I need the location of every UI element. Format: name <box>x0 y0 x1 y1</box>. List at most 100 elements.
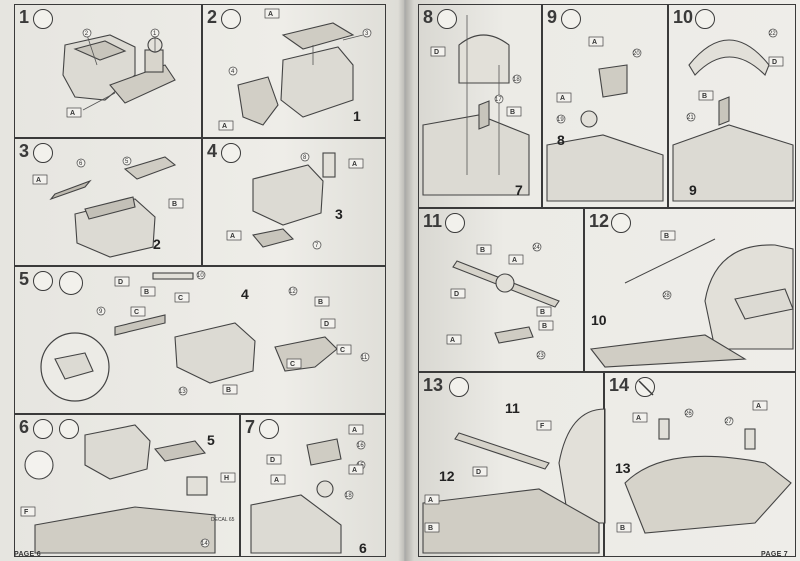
callout-a: A <box>70 110 75 117</box>
part-18-label: 18 <box>345 493 352 499</box>
part-23-label: 23 <box>537 353 544 359</box>
assembly-6-label: 6 <box>359 540 367 556</box>
callout-a: A <box>756 403 761 410</box>
assembly-4-label: 4 <box>241 286 249 302</box>
callout-b: B <box>510 109 515 116</box>
step-3-drawing: 6 5 A B 2 <box>32 156 184 258</box>
step-10-drawing: 22 21 D B 9 <box>672 28 794 202</box>
glue-icon <box>33 9 53 29</box>
step-5-number: 5 <box>19 269 30 289</box>
callout-d: D <box>454 291 459 298</box>
callout-a: A <box>352 161 357 168</box>
part-21-label: 21 <box>687 115 694 121</box>
step-14-drawing: 26 27 A A B 13 <box>615 380 792 534</box>
clock-icon <box>24 450 54 480</box>
callout-a: A <box>450 337 455 344</box>
callout-b: B <box>664 233 669 240</box>
glue-icon <box>259 419 279 439</box>
part-7-label: 7 <box>315 243 319 249</box>
callout-a: A <box>560 95 565 102</box>
assembly-9-label: 9 <box>689 182 697 198</box>
part-28-label: 28 <box>663 293 670 299</box>
step-7-number: 7 <box>245 417 256 437</box>
part-11-label: 11 <box>361 355 368 361</box>
callout-a: A <box>352 427 357 434</box>
no-glue-cross <box>638 380 654 396</box>
callout-c: C <box>178 295 183 302</box>
callout-b: B <box>172 201 177 208</box>
step-9-number: 9 <box>547 7 558 27</box>
clock-icon <box>59 271 83 295</box>
step-4-panel: 4 8 7 A A 3 <box>202 138 386 266</box>
glue-icon <box>611 213 631 233</box>
step-6-panel: 6 14 F H 5 DECAL 65 <box>14 414 240 557</box>
part-27-label: 27 <box>725 419 732 425</box>
callout-d: D <box>476 469 481 476</box>
step-2-drawing: 3 4 A A 1 <box>218 8 372 131</box>
step-8-number: 8 <box>423 7 434 27</box>
assembly-1-label: 1 <box>353 108 361 124</box>
part-10-label: 10 <box>197 273 204 279</box>
assembly-11-label: 11 <box>505 400 520 416</box>
callout-d: D <box>118 279 123 286</box>
callout-a: A <box>36 177 41 184</box>
callout-b: B <box>226 387 231 394</box>
left-page-number: PAGE 6 <box>14 551 41 558</box>
step-12-drawing: 28 B 10 <box>589 230 794 368</box>
step-6-drawing: 14 F H 5 DECAL 65 <box>20 424 236 554</box>
step-14-panel: 14 26 27 A A B 13 <box>604 372 796 557</box>
assembly-5-label: 5 <box>207 432 215 448</box>
glue-icon <box>695 9 715 29</box>
step-7-panel: 7 16 15 18 A D A <box>240 414 386 557</box>
assembly-2-label: 2 <box>153 236 161 252</box>
part-3-label: 3 <box>365 31 369 37</box>
step-1-panel: 1 2 1 A <box>14 4 202 138</box>
callout-a: A <box>352 467 357 474</box>
part-18-label: 18 <box>513 77 520 83</box>
decal-label: DECAL 65 <box>211 517 235 523</box>
step-11-drawing: 24 23 B A D B B A <box>446 242 560 360</box>
step-12-number: 12 <box>589 211 610 231</box>
step-10-number: 10 <box>673 7 694 27</box>
step-11-panel: 11 24 23 B A D B <box>418 208 584 372</box>
step-1-number: 1 <box>19 7 30 27</box>
callout-a: A <box>592 39 597 46</box>
step-5-panel: 5 10 9 12 11 13 <box>14 266 386 414</box>
part-12-label: 12 <box>289 289 296 295</box>
step-1-drawing: 2 1 A <box>62 28 176 118</box>
callout-b: B <box>542 323 547 330</box>
assembly-7-label: 7 <box>515 182 523 198</box>
assembly-8-label: 8 <box>557 132 565 148</box>
step-13-drawing: F D A B 11 12 <box>422 400 606 554</box>
callout-c: C <box>340 347 345 354</box>
part-20-label: 20 <box>633 51 640 57</box>
part-13-label: 13 <box>179 389 186 395</box>
part-2-label: 2 <box>85 31 89 37</box>
glue-icon <box>33 271 53 291</box>
step-6-number: 6 <box>19 417 30 437</box>
part-8-label: 8 <box>303 155 307 161</box>
callout-d: D <box>434 49 439 56</box>
part-5-label: 5 <box>125 159 129 165</box>
step-8-panel: 8 18 17 D B 7 <box>418 4 542 208</box>
glue-icon <box>221 143 241 163</box>
callout-b: B <box>480 247 485 254</box>
step-13-panel: 13 F D A B 11 12 <box>418 372 606 557</box>
glue-icon <box>561 9 581 29</box>
glue-icon <box>437 9 457 29</box>
callout-d: D <box>270 457 275 464</box>
step-2-number: 2 <box>207 7 218 27</box>
page-gutter <box>398 0 414 561</box>
step-3-panel: 3 6 5 A B 2 <box>14 138 202 266</box>
step-11-number: 11 <box>423 211 443 231</box>
step-7-drawing: 16 15 18 A D A A 6 <box>250 424 367 556</box>
part-16-label: 16 <box>357 443 364 449</box>
part-6-label: 6 <box>79 161 83 167</box>
part-17-label: 17 <box>495 97 502 103</box>
callout-a: A <box>428 497 433 504</box>
part-9-label: 9 <box>99 309 103 315</box>
callout-h: H <box>224 475 229 482</box>
right-page-number: PAGE 7 <box>761 551 788 558</box>
step-14-number: 14 <box>609 375 630 395</box>
